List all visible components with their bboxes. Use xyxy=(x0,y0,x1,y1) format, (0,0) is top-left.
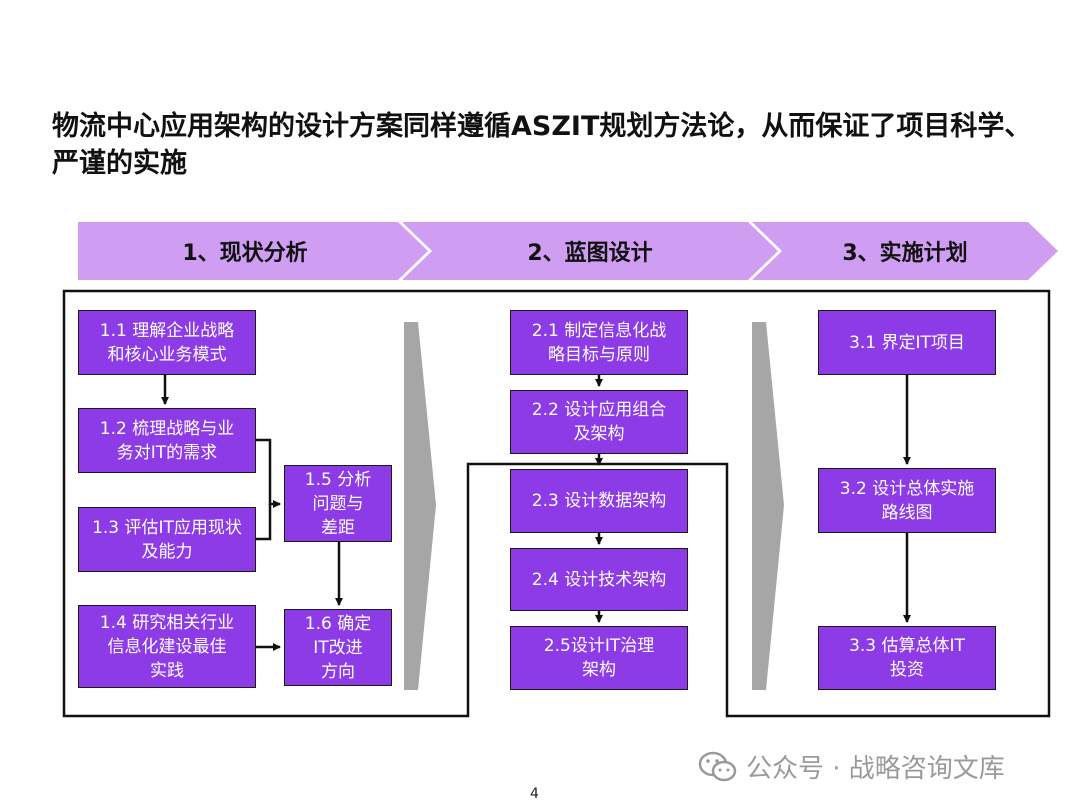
page-number: 4 xyxy=(530,786,539,802)
phase-1-chevron xyxy=(78,222,428,280)
step-2-1-box: 2.1 制定信息化战 略目标与原则 xyxy=(510,310,688,375)
gray-arrow-2 xyxy=(752,322,784,690)
step-1-2-box: 1.2 梳理战略与业 务对IT的需求 xyxy=(78,408,256,473)
step-1-3-box: 1.3 评估IT应用现状 及能力 xyxy=(78,507,256,572)
step-2-5-box: 2.5设计IT治理 架构 xyxy=(510,626,688,690)
step-3-3-box: 3.3 估算总体IT 投资 xyxy=(818,626,996,690)
step-2-4-box: 2.4 设计技术架构 xyxy=(510,548,688,611)
step-1-5-box: 1.5 分析 问题与 差距 xyxy=(284,465,392,542)
step-1-4-box: 1.4 研究相关行业 信息化建设最佳 实践 xyxy=(78,605,256,688)
page-title: 物流中心应用架构的设计方案同样遵循ASZIT规划方法论，从而保证了项目科学、严谨… xyxy=(52,111,1032,179)
step-2-3-box: 2.3 设计数据架构 xyxy=(510,469,688,533)
phase-2-chevron xyxy=(402,222,778,280)
phase-2-label: 2、蓝图设计 xyxy=(527,241,653,266)
phase-3-chevron xyxy=(752,222,1058,280)
wechat-icon xyxy=(698,751,737,781)
step-3-2-box: 3.2 设计总体实施 路线图 xyxy=(818,468,996,533)
watermark: 公众号 · 战略咨询文库 xyxy=(698,748,1005,785)
step-3-1-box: 3.1 界定IT项目 xyxy=(818,310,996,375)
gray-arrow-1 xyxy=(404,322,436,690)
connector-1-2-to-1-5 xyxy=(256,438,281,508)
connector-1-3-to-1-5 xyxy=(256,504,272,541)
step-1-6-box: 1.6 确定 IT改进 方向 xyxy=(284,609,392,686)
process-frame xyxy=(62,289,1051,718)
step-1-1-box: 1.1 理解企业战略 和核心业务模式 xyxy=(78,310,256,375)
watermark-text: 公众号 · 战略咨询文库 xyxy=(746,754,1005,784)
step-2-2-box: 2.2 设计应用组合 及架构 xyxy=(510,390,688,454)
phase-1-label: 1、现状分析 xyxy=(182,241,308,266)
phase-3-label: 3、实施计划 xyxy=(842,241,968,266)
